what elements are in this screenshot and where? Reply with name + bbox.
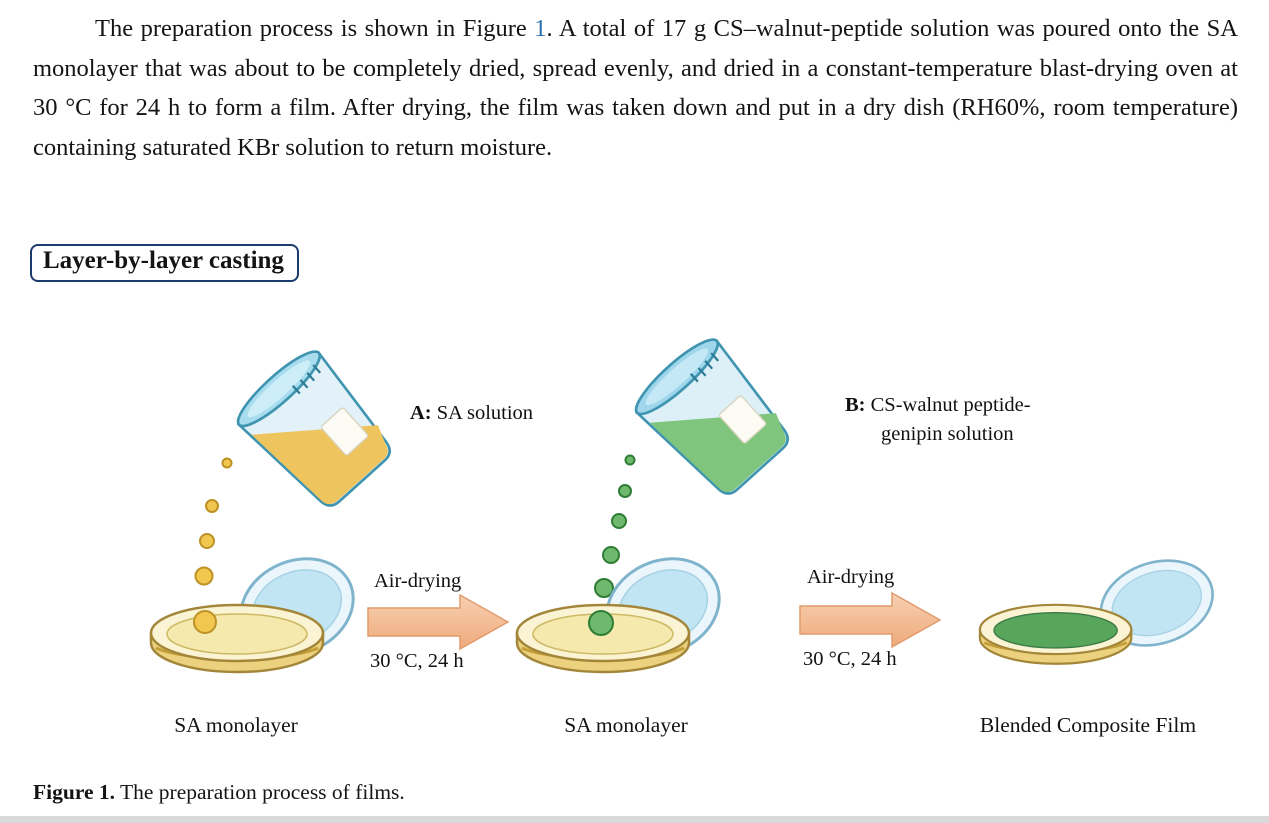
paragraph-text-after-link: . A total of 17 g CS–walnut-peptide solu…	[33, 15, 1238, 161]
figure-caption: Figure 1. The preparation process of fil…	[33, 780, 405, 805]
beaker-b-graduation-marks	[689, 352, 720, 383]
beaker-b-label-line1: B: CS-walnut peptide-	[845, 391, 1031, 420]
step1-air-drying-label: Air-drying	[374, 570, 462, 592]
beaker-a-label-sticker	[320, 407, 369, 456]
beaker-a-icon	[236, 350, 391, 507]
figure-caption-number: Figure 1.	[33, 780, 116, 804]
section-box-text: Layer-by-layer casting	[43, 247, 284, 274]
petri-dish-2	[515, 557, 721, 674]
process-arrow-2	[799, 591, 942, 649]
beaker-a-label-text: SA solution	[431, 402, 534, 424]
step2-air-drying-label: Air-drying	[807, 566, 895, 588]
process-arrow-1	[367, 593, 510, 651]
body-paragraph: The preparation process is shown in Figu…	[33, 9, 1238, 167]
beaker-a-label: A: SA solution	[410, 402, 533, 425]
paragraph-text-before-link: The preparation process is shown in Figu…	[95, 15, 535, 42]
petri-dish-3-base	[978, 603, 1133, 665]
figure-1-reference-link[interactable]: 1	[534, 15, 547, 42]
sa-drop-in-dish-1	[193, 610, 217, 634]
dish2-caption: SA monolayer	[564, 713, 688, 737]
composite-film-surface	[993, 612, 1118, 649]
dish1-caption: SA monolayer	[174, 713, 298, 737]
petri-dish-1	[149, 557, 355, 674]
beaker-b-label-line1-text: CS-walnut peptide-	[865, 394, 1031, 416]
pouring-drops-a	[194, 457, 233, 586]
beaker-b-label-line2: genipin solution	[881, 423, 1014, 445]
beaker-a-graduation-marks	[291, 364, 322, 395]
step2-conditions-label: 30 °C, 24 h	[803, 648, 897, 670]
petri-dish-2-base	[515, 603, 691, 674]
figure-1-illustration	[149, 338, 1214, 674]
page-bottom-edge	[0, 816, 1269, 823]
figure-caption-text: The preparation process of films.	[115, 780, 405, 804]
beaker-b-label-prefix: B:	[845, 394, 866, 416]
beaker-b-icon	[634, 338, 789, 495]
petri-dish-1-base	[149, 603, 325, 674]
step1-conditions-label: 30 °C, 24 h	[370, 650, 464, 672]
genipin-drop-in-dish-2	[588, 610, 614, 636]
beaker-a-label-prefix: A:	[410, 402, 432, 424]
petri-dish-3	[978, 559, 1214, 665]
pouring-drops-b	[594, 454, 636, 598]
layer-by-layer-casting-box: Layer-by-layer casting	[30, 244, 299, 282]
beaker-b-label-sticker	[718, 395, 767, 444]
dish3-caption: Blended Composite Film	[979, 713, 1197, 737]
beaker-b-label: B: CS-walnut peptide- genipin solution	[845, 391, 1031, 449]
